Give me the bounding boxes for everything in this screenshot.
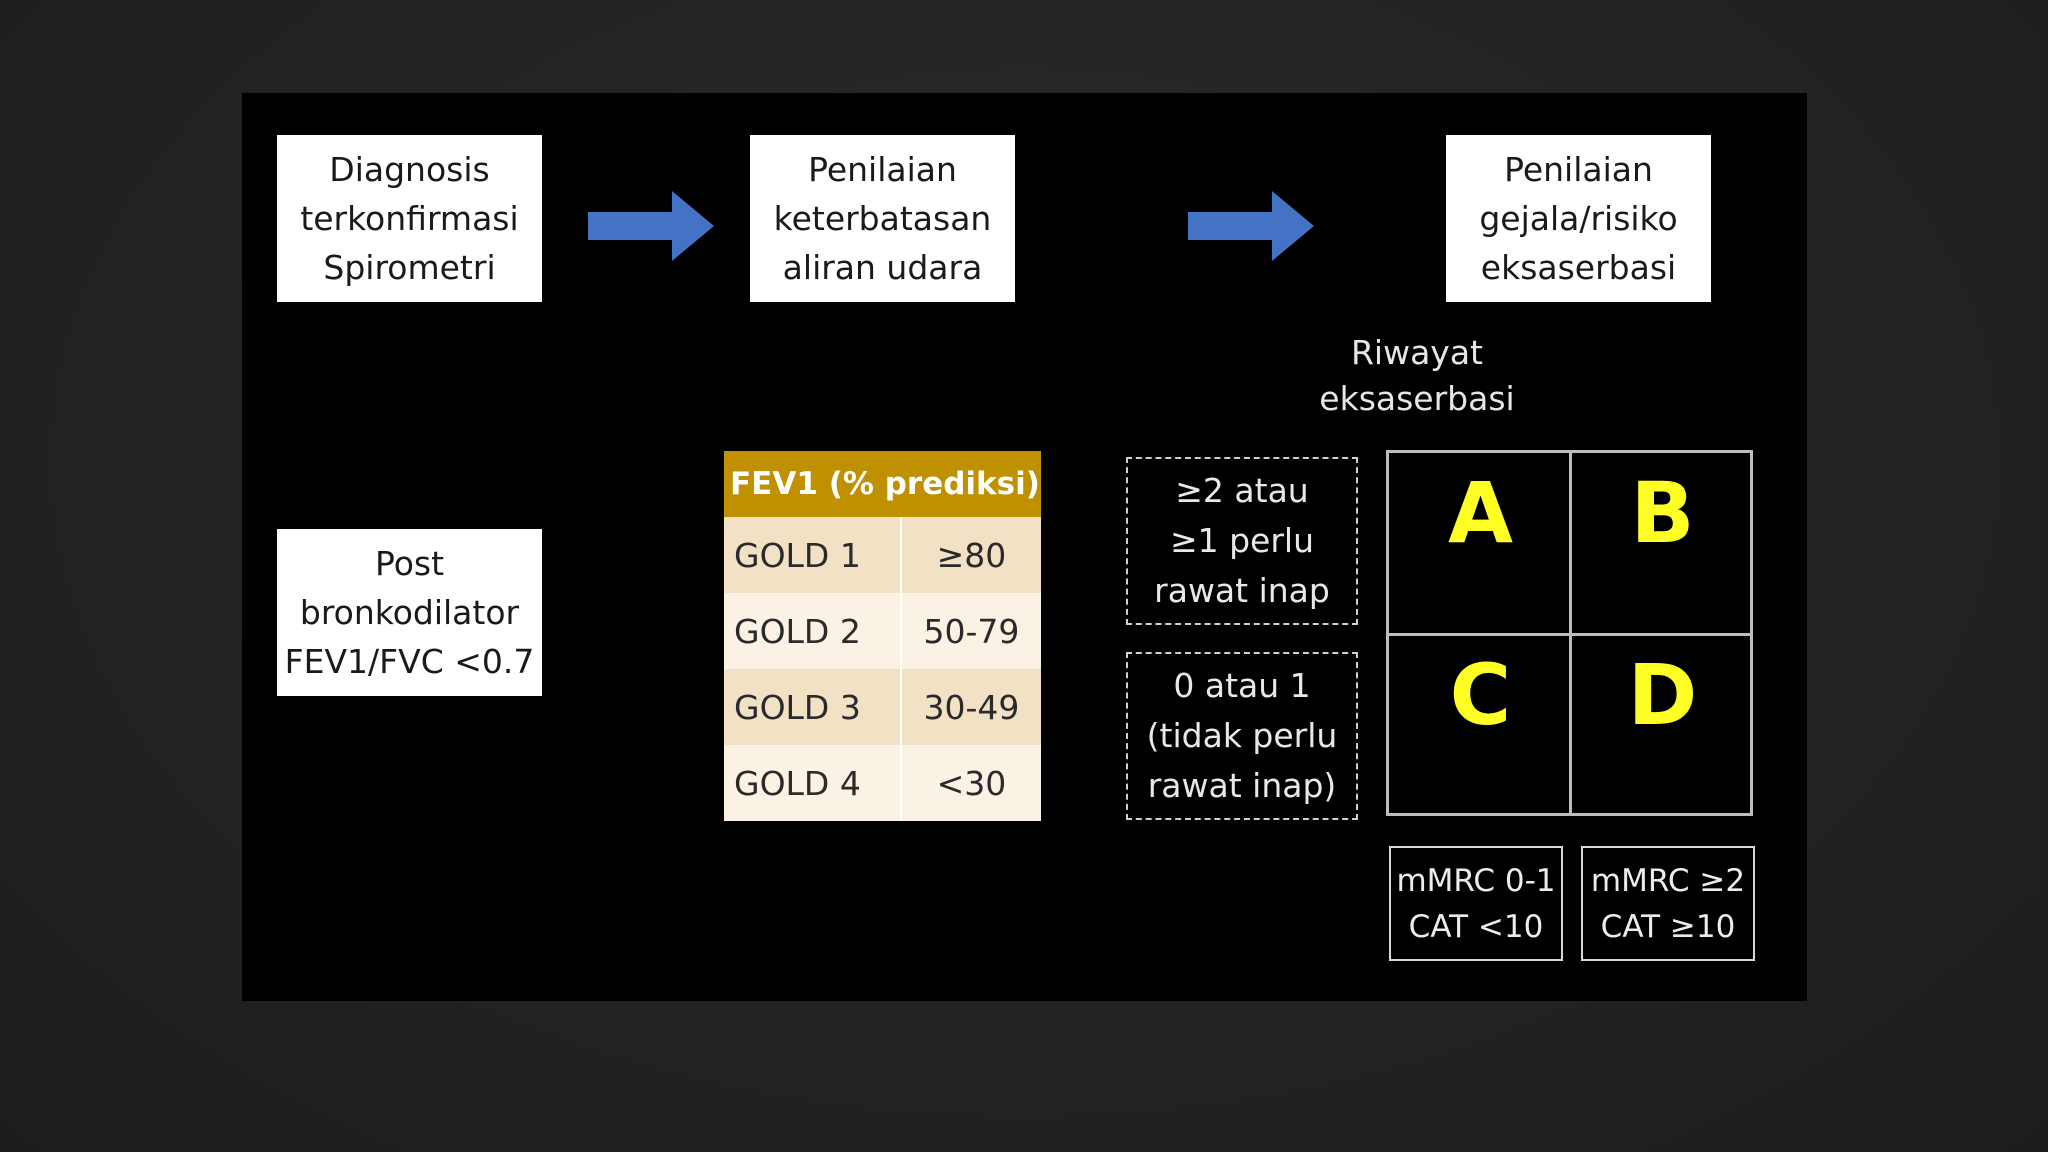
- grid-divider-horizontal: [1389, 633, 1750, 636]
- symptom-score-high-box: mMRC ≥2 CAT ≥10: [1581, 846, 1755, 961]
- exacerbation-high-line-3: rawat inap: [1154, 571, 1330, 610]
- post-bronchodilator-line-3: FEV1/FVC <0.7: [284, 642, 535, 681]
- symptoms-line-3: eksaserbasi: [1480, 248, 1677, 287]
- table-row: GOLD 3 30-49: [724, 669, 1041, 745]
- fev1-table-header: FEV1 (% prediksi): [724, 451, 1041, 517]
- airflow-line-3: aliran udara: [782, 248, 983, 287]
- table-row: GOLD 2 50-79: [724, 593, 1041, 669]
- airflow-box: Penilaian keterbatasan aliran udara: [750, 135, 1015, 302]
- grid-cell-d: D: [1627, 646, 1698, 744]
- symptoms-line-1: Penilaian: [1504, 150, 1653, 189]
- post-bronchodilator-line-1: Post: [374, 544, 445, 583]
- airflow-line-2: keterbatasan: [773, 199, 992, 238]
- symptom-score-low-line-2: CAT <10: [1408, 908, 1544, 945]
- exacerbation-high-line-2: ≥1 perlu: [1169, 521, 1315, 560]
- diagnosis-line-3: Spirometri: [323, 248, 496, 287]
- history-label-line-2: eksaserbasi: [1319, 379, 1515, 418]
- diagnosis-box: Diagnosis terkonfirmasi Spirometri: [277, 135, 542, 302]
- exacerbation-low-line-2: (tidak perlu: [1146, 716, 1338, 755]
- gold-grade: GOLD 3: [724, 669, 902, 745]
- fev1-range: <30: [900, 745, 1041, 821]
- symptom-score-high-line-1: mMRC ≥2: [1590, 862, 1746, 899]
- airflow-line-1: Penilaian: [808, 150, 957, 189]
- slide: Diagnosis terkonfirmasi Spirometri Penil…: [242, 93, 1807, 1001]
- fev1-range: ≥80: [900, 517, 1041, 593]
- fev1-table-header-row: FEV1 (% prediksi): [724, 451, 1041, 517]
- symptoms-box: Penilaian gejala/risiko eksaserbasi: [1446, 135, 1711, 302]
- gold-grade: GOLD 2: [724, 593, 902, 669]
- abcd-grid: A B C D: [1386, 450, 1753, 816]
- exacerbation-high-line-1: ≥2 atau: [1175, 471, 1309, 510]
- fev1-range: 50-79: [900, 593, 1041, 669]
- fev1-range: 30-49: [900, 669, 1041, 745]
- gold-grade: GOLD 1: [724, 517, 902, 593]
- right-arrow-icon: [588, 191, 714, 261]
- grid-cell-a: A: [1447, 464, 1513, 562]
- table-row: GOLD 1 ≥80: [724, 517, 1041, 593]
- symptom-score-low-box: mMRC 0-1 CAT <10: [1389, 846, 1563, 961]
- right-arrow-icon: [1188, 191, 1314, 261]
- exacerbation-low-line-3: rawat inap): [1147, 766, 1337, 805]
- history-label-line-1: Riwayat: [1351, 333, 1483, 372]
- grid-cell-b: B: [1630, 464, 1695, 562]
- diagnosis-line-2: terkonfirmasi: [300, 199, 519, 238]
- gold-grade: GOLD 4: [724, 745, 902, 821]
- history-label: Riwayat eksaserbasi: [1292, 330, 1542, 422]
- symptoms-line-2: gejala/risiko: [1479, 199, 1678, 238]
- symptom-score-high-line-2: CAT ≥10: [1600, 908, 1736, 945]
- exacerbation-low-box: 0 atau 1 (tidak perlu rawat inap): [1126, 652, 1358, 820]
- table-row: GOLD 4 <30: [724, 745, 1041, 821]
- post-bronchodilator-box: Post bronkodilator FEV1/FVC <0.7: [277, 529, 542, 696]
- symptom-score-low-line-1: mMRC 0-1: [1396, 862, 1556, 899]
- diagnosis-line-1: Diagnosis: [329, 150, 490, 189]
- post-bronchodilator-line-2: bronkodilator: [299, 593, 520, 632]
- exacerbation-low-line-1: 0 atau 1: [1173, 666, 1311, 705]
- exacerbation-high-box: ≥2 atau ≥1 perlu rawat inap: [1126, 457, 1358, 625]
- fev1-table: FEV1 (% prediksi) GOLD 1 ≥80 GOLD 2 50-7…: [724, 451, 1041, 821]
- grid-cell-c: C: [1449, 646, 1512, 744]
